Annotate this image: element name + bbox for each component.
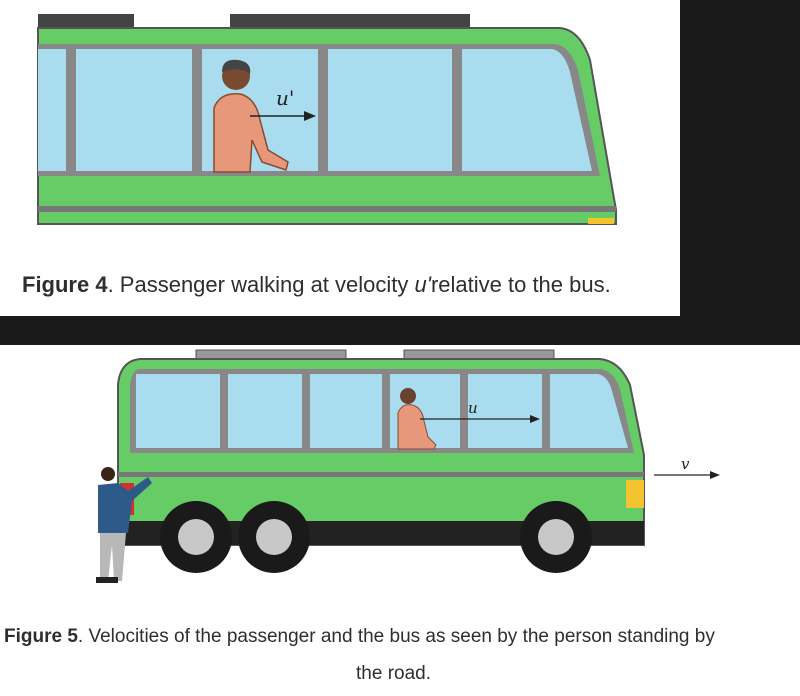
arrow-label-u-prime: u' [276, 86, 294, 110]
figure-4-caption-label: Figure 4 [22, 272, 108, 297]
figure-4-bus-illustration: u' [37, 14, 617, 225]
arrow-head [304, 111, 316, 121]
window [468, 374, 542, 448]
window [76, 49, 192, 171]
figure-5-caption-text: . Velocities of the passenger and the bu… [77, 626, 715, 647]
passenger-figure [213, 59, 289, 173]
wheel [160, 501, 232, 573]
arrow-head [530, 415, 540, 423]
window [136, 374, 220, 448]
figure-5-caption-label: Figure 5 [4, 626, 78, 647]
window [38, 49, 66, 171]
passenger-figure [397, 388, 437, 450]
figure-4-caption-text-end: relative to the bus. [430, 272, 611, 297]
windshield [462, 49, 592, 171]
window [310, 374, 382, 448]
head-light [626, 480, 644, 508]
figure-5-bus-illustration: u v [96, 349, 720, 583]
window [328, 49, 452, 171]
arrow-label-u: u [468, 399, 478, 417]
figure-5-caption-line-1: Figure 5. Velocities of the passenger an… [4, 626, 715, 648]
tail-light [588, 218, 614, 224]
wheel [238, 501, 310, 573]
figure-5-caption-line-2: the road. [356, 663, 431, 684]
figure-4-caption-text: . Passenger walking at velocity [107, 272, 415, 297]
figure-4-panel: u' Figure 4. Passenger walking at veloci… [0, 0, 680, 316]
arrow-head [710, 471, 720, 479]
figure-5-panel: u v Figure 5. Velocities of the passenge… [0, 345, 800, 696]
body-stripe [118, 472, 644, 477]
figure-4-caption: Figure 4. Passenger walking at velocity … [22, 272, 611, 298]
window [228, 374, 302, 448]
wheel [520, 501, 592, 573]
roof-vent [230, 14, 470, 28]
figure-4-caption-variable: u' [414, 272, 431, 297]
standing-person-figure [96, 467, 152, 583]
roof-vent [38, 14, 134, 28]
body-stripe [38, 206, 616, 212]
windshield [550, 374, 628, 448]
arrow-label-v: v [681, 455, 690, 473]
